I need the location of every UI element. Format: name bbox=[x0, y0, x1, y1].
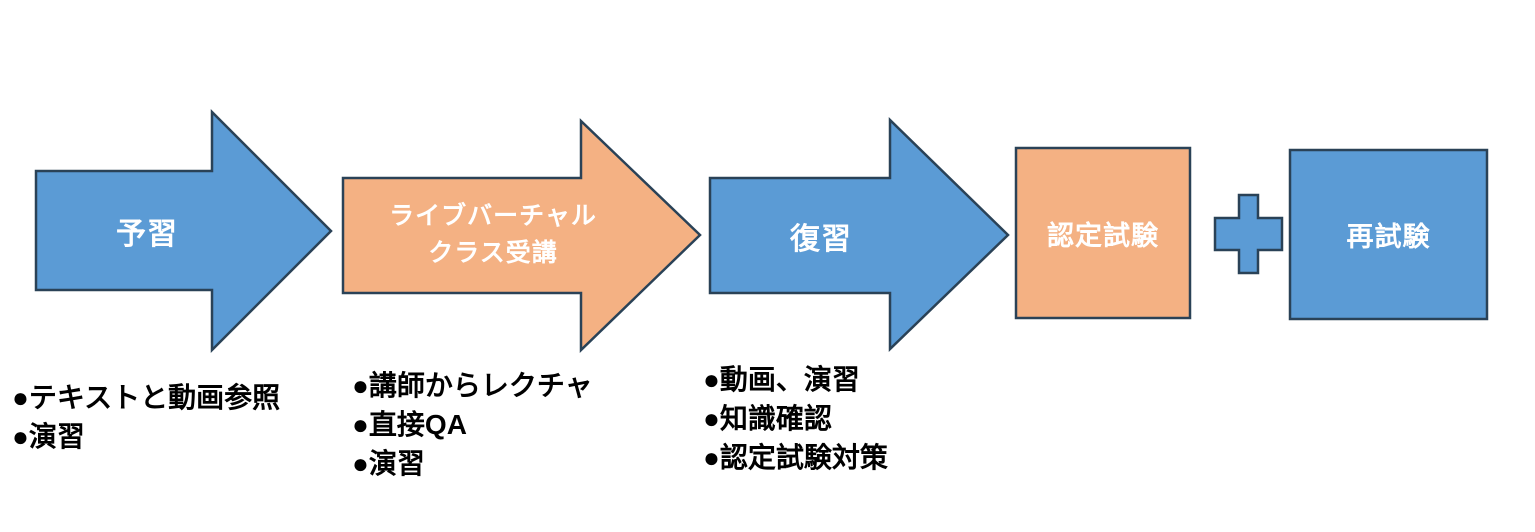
list-item: ●認定試験対策 bbox=[703, 442, 888, 473]
box-certification-exam bbox=[1014, 146, 1192, 320]
box-retest bbox=[1288, 148, 1489, 321]
detail-list-preparation: ●テキストと動画参照 ●演習 bbox=[12, 378, 280, 456]
list-item: ●演習 bbox=[12, 421, 85, 452]
list-item: ●演習 bbox=[352, 448, 425, 479]
step-label-certification-exam: 認定試験 bbox=[1047, 220, 1159, 251]
step-label-review: 復習 bbox=[790, 222, 852, 256]
list-item: ●直接QA bbox=[352, 409, 467, 440]
arrow-step-3-icon bbox=[708, 117, 1010, 352]
step-label-live-virtual-class: ライブバーチャル クラス受講 bbox=[389, 202, 597, 267]
step-label-retest: 再試験 bbox=[1346, 222, 1431, 252]
list-item: ●知識確認 bbox=[703, 403, 832, 434]
list-item: ●講師からレクチャ bbox=[352, 370, 593, 401]
arrow-step-1-icon bbox=[34, 108, 333, 354]
detail-list-review: ●動画、演習 ●知識確認 ●認定試験対策 bbox=[703, 360, 888, 477]
list-item: ●テキストと動画参照 bbox=[12, 382, 281, 413]
plus-icon bbox=[1213, 193, 1284, 275]
step-label-preparation: 予習 bbox=[116, 217, 178, 251]
arrow-step-2-icon bbox=[341, 118, 702, 353]
list-item: ●動画、演習 bbox=[703, 364, 860, 395]
detail-list-live-virtual-class: ●講師からレクチャ ●直接QA ●演習 bbox=[352, 366, 593, 483]
